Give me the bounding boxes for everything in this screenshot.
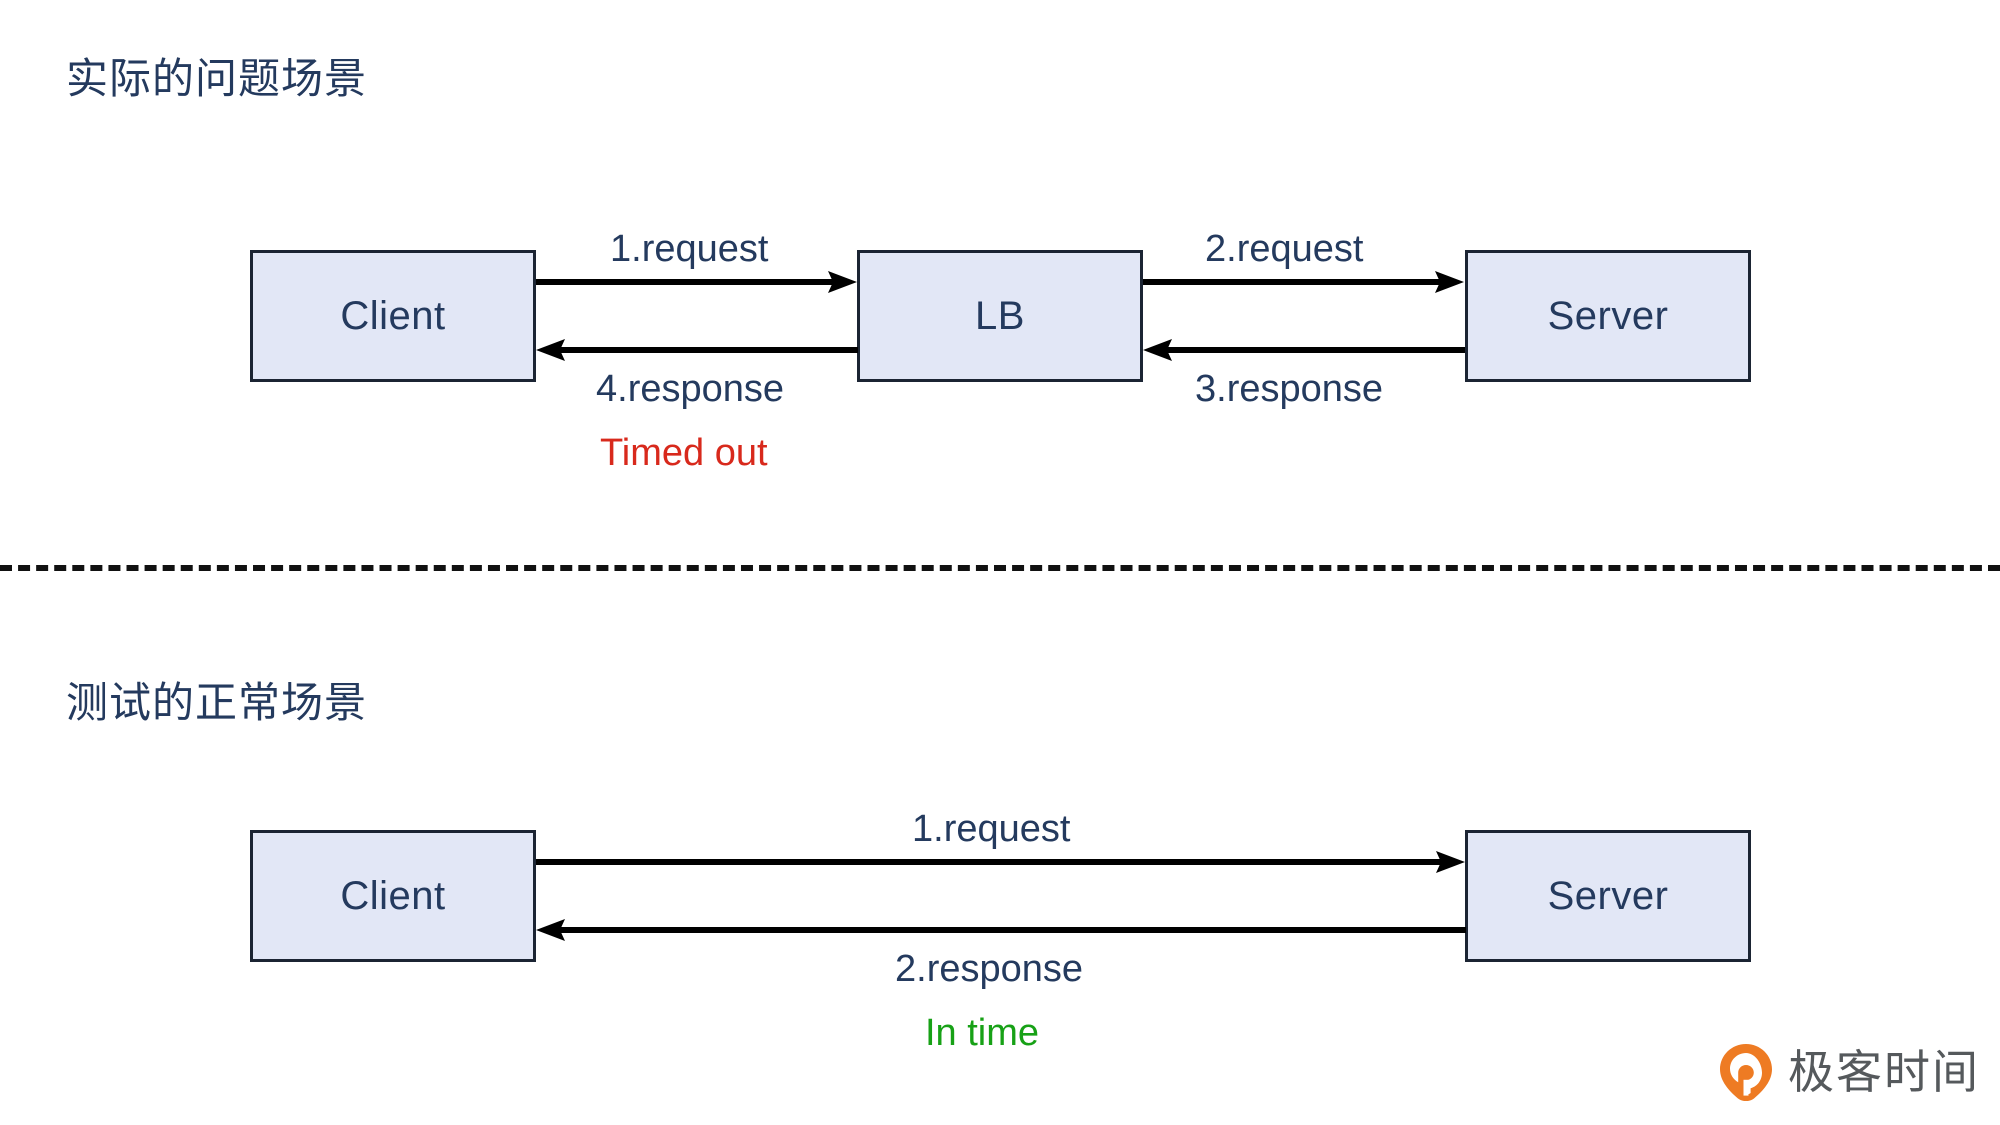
location-pin-logo-icon (1718, 1043, 1774, 1102)
edge-label-client-server-request: 1.request (912, 808, 1071, 850)
node-lb: LB (857, 250, 1143, 382)
arrow-lb-to-client (536, 339, 858, 361)
arrow-server-to-client (536, 919, 1466, 941)
edge-label-server-client-response: 2.response (895, 948, 1084, 990)
node-label: Client (340, 873, 446, 918)
edge-label-lb-server-request: 2.request (1205, 228, 1364, 270)
section-title-problem-scenario: 实际的问题场景 (66, 55, 368, 102)
node-server-top: Server (1465, 250, 1751, 382)
edge-label-lb-client-response: 4.response (596, 368, 785, 410)
node-label: Client (340, 293, 446, 338)
section-divider (0, 565, 2000, 571)
node-label: LB (975, 293, 1025, 338)
edge-label-server-lb-response: 3.response (1195, 368, 1384, 410)
annotation-timed-out: Timed out (600, 432, 768, 474)
annotation-in-time: In time (925, 1012, 1040, 1054)
arrow-server-to-lb (1143, 339, 1465, 361)
section-title-test-scenario: 测试的正常场景 (66, 679, 368, 726)
node-label: Server (1547, 293, 1669, 338)
node-server-bottom: Server (1465, 830, 1751, 962)
arrow-lb-to-server (1143, 271, 1464, 293)
arrow-client-to-server (536, 851, 1465, 873)
arrow-client-to-lb (536, 271, 857, 293)
node-label: Server (1547, 873, 1669, 918)
node-client-top: Client (250, 250, 536, 382)
watermark-logo: 极客时间 (1718, 1043, 1980, 1102)
watermark-text: 极客时间 (1788, 1046, 1980, 1098)
node-client-bottom: Client (250, 830, 536, 962)
edge-label-client-lb-request: 1.request (610, 228, 769, 270)
